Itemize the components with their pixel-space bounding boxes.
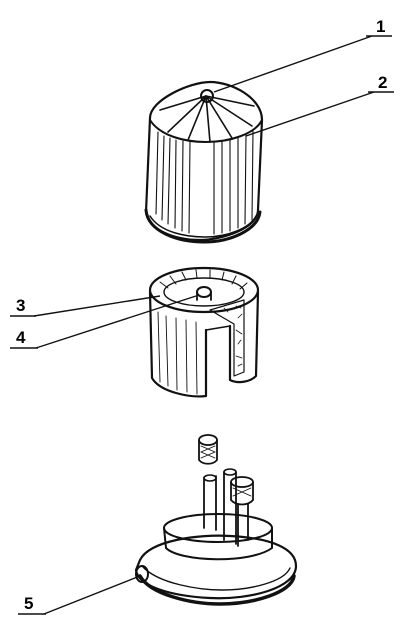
callout-5-label: 5 <box>24 594 33 613</box>
filter-cap <box>144 80 264 244</box>
callout-4-label: 4 <box>16 328 26 347</box>
callout-5: 5 <box>18 575 141 615</box>
filter-base <box>134 434 298 606</box>
filter-cartridge <box>148 266 260 398</box>
callout-3-label: 3 <box>16 296 25 315</box>
callout-2-label: 2 <box>378 73 387 92</box>
callout-2: 2 <box>245 73 394 137</box>
callout-4: 4 <box>10 295 197 349</box>
callout-1: 1 <box>213 17 392 93</box>
callout-3: 3 <box>10 295 161 317</box>
callout-1-label: 1 <box>376 17 385 36</box>
